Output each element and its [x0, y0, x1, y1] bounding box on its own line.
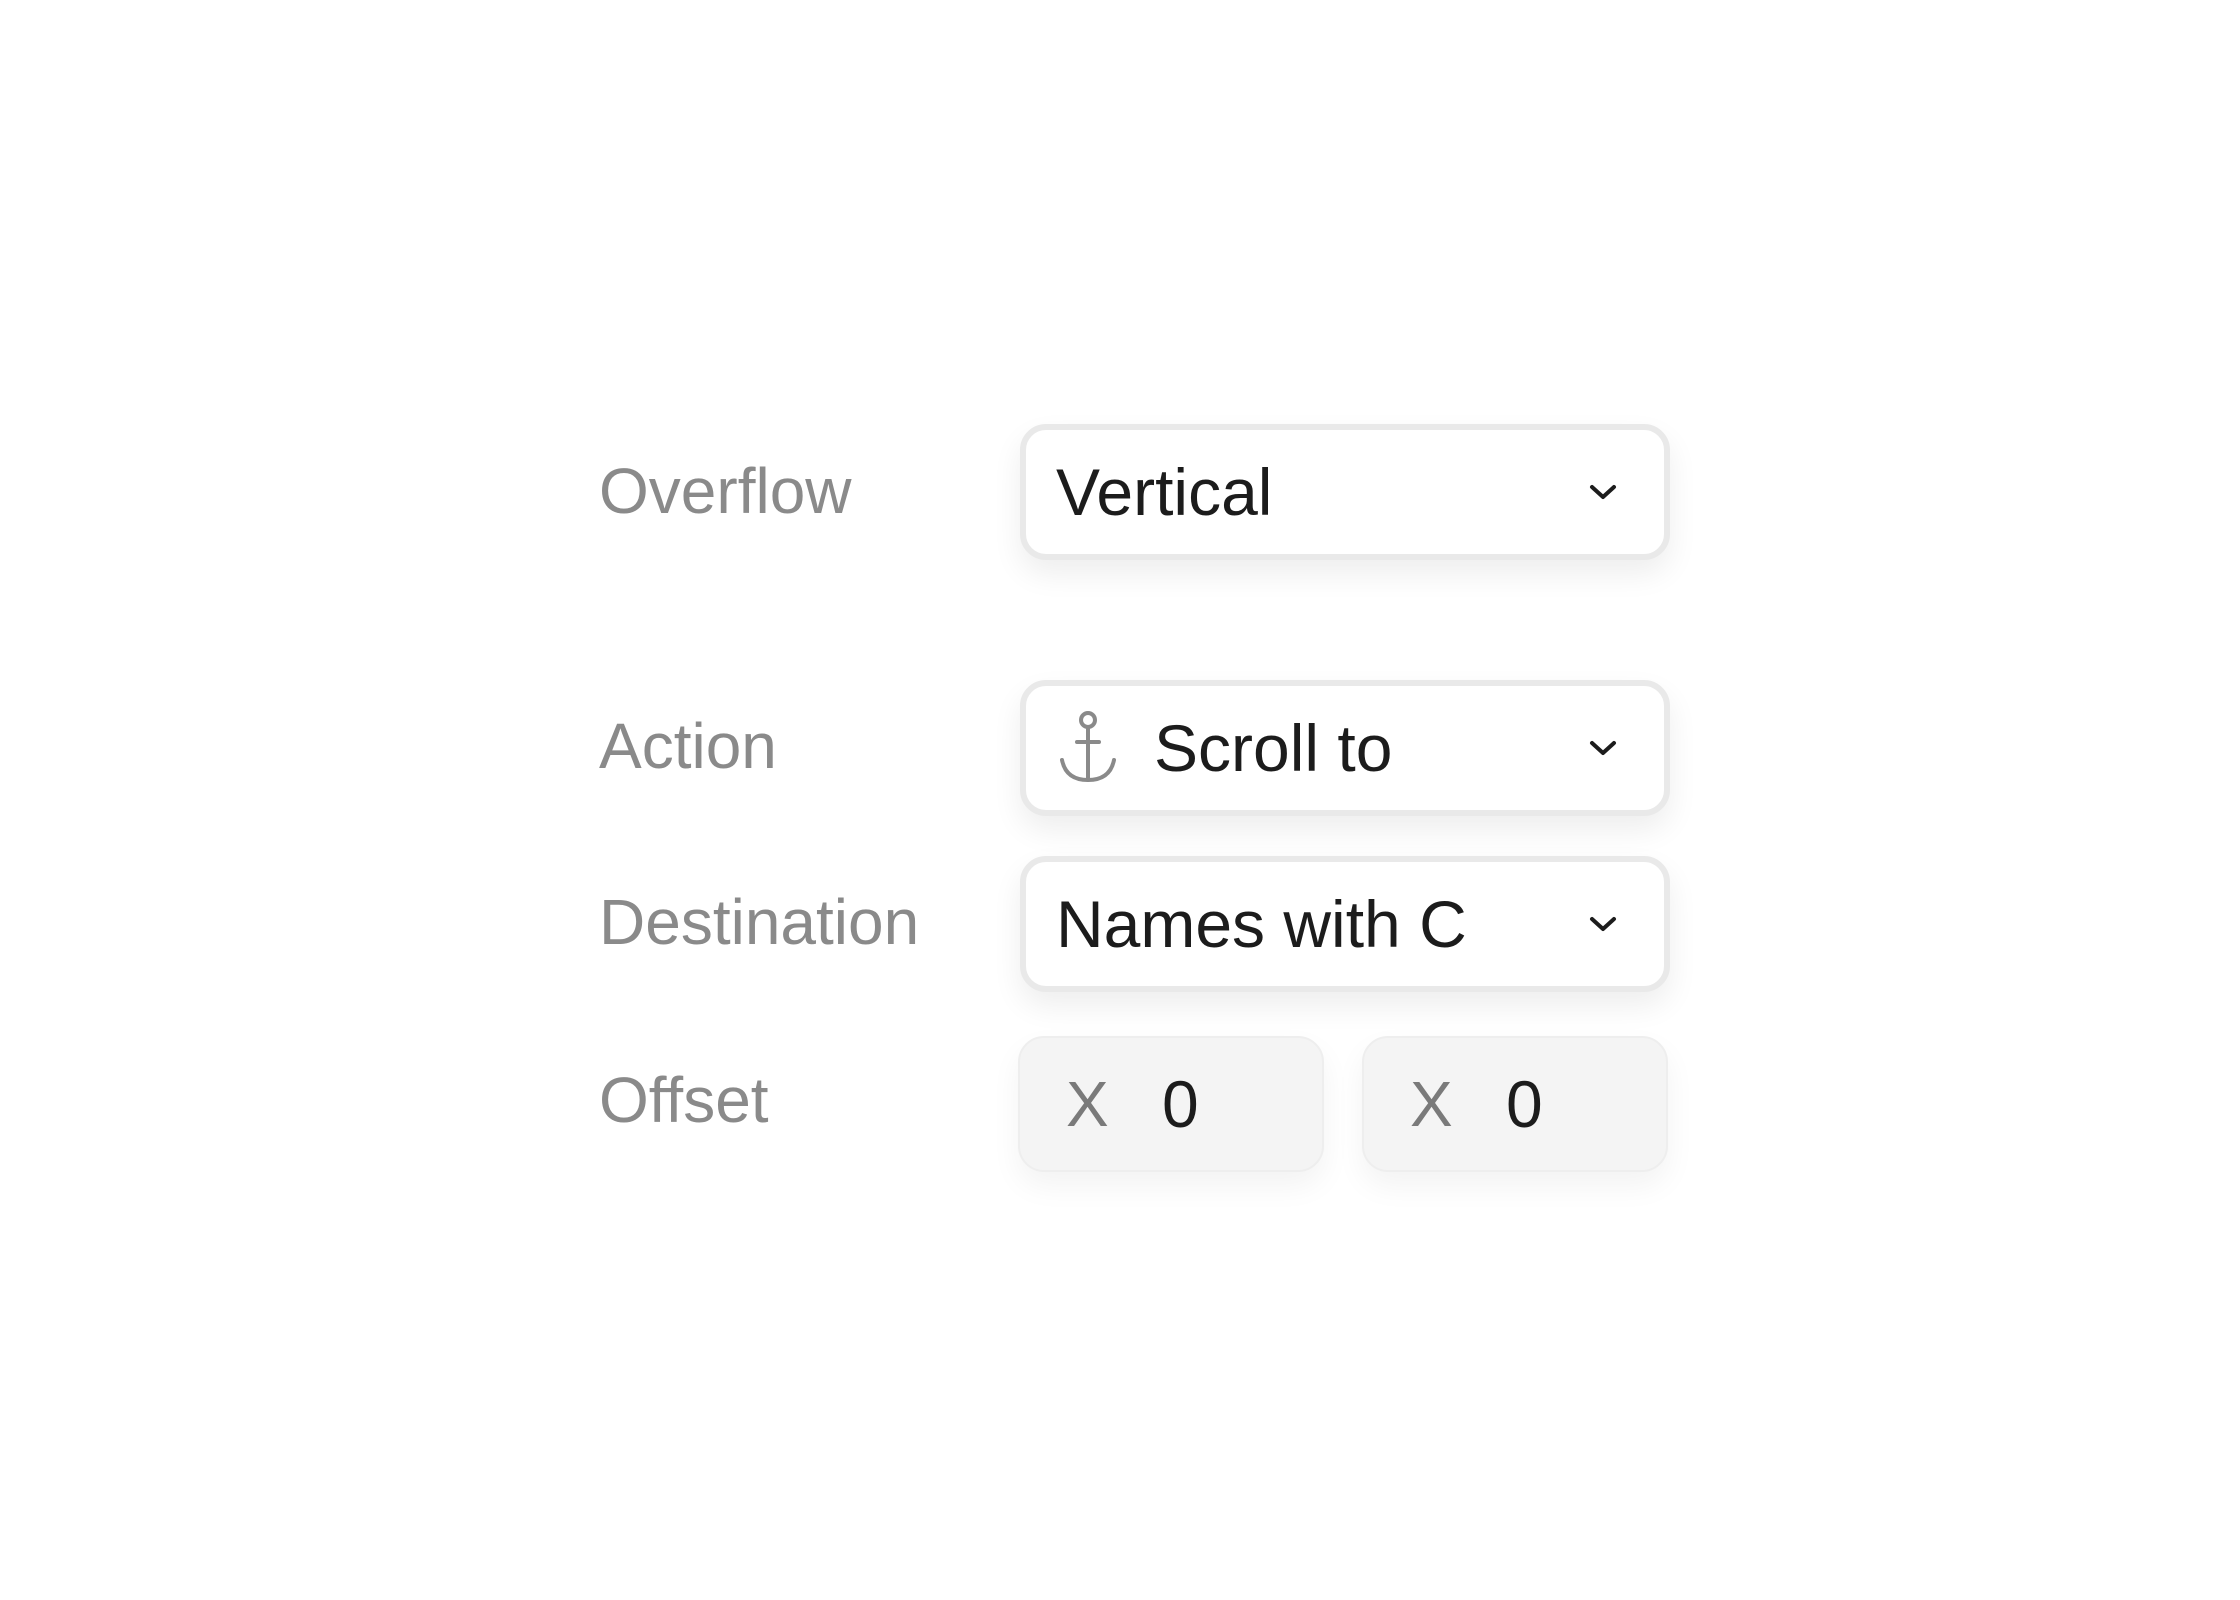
destination-select[interactable]: Names with C: [1020, 856, 1670, 992]
action-select[interactable]: Scroll to: [1020, 680, 1670, 816]
chevron-down-icon: [1590, 485, 1616, 499]
offset-axis-label: X: [1410, 1068, 1453, 1140]
offset-second-field[interactable]: X: [1362, 1036, 1668, 1172]
offset-x-input[interactable]: [1162, 1066, 1282, 1142]
destination-label: Destination: [599, 886, 920, 958]
offset-axis-label: X: [1066, 1068, 1109, 1140]
overflow-select-value: Vertical: [1056, 455, 1273, 529]
overflow-label: Overflow: [599, 455, 852, 527]
action-select-value: Scroll to: [1154, 711, 1393, 785]
chevron-down-icon: [1590, 917, 1616, 931]
overflow-select[interactable]: Vertical: [1020, 424, 1670, 560]
offset-label: Offset: [599, 1064, 769, 1136]
offset-second-input[interactable]: [1506, 1066, 1626, 1142]
action-label: Action: [599, 710, 777, 782]
offset-x-field[interactable]: X: [1018, 1036, 1324, 1172]
anchor-icon: [1060, 711, 1116, 783]
chevron-down-icon: [1590, 741, 1616, 755]
destination-select-value: Names with C: [1056, 887, 1467, 961]
